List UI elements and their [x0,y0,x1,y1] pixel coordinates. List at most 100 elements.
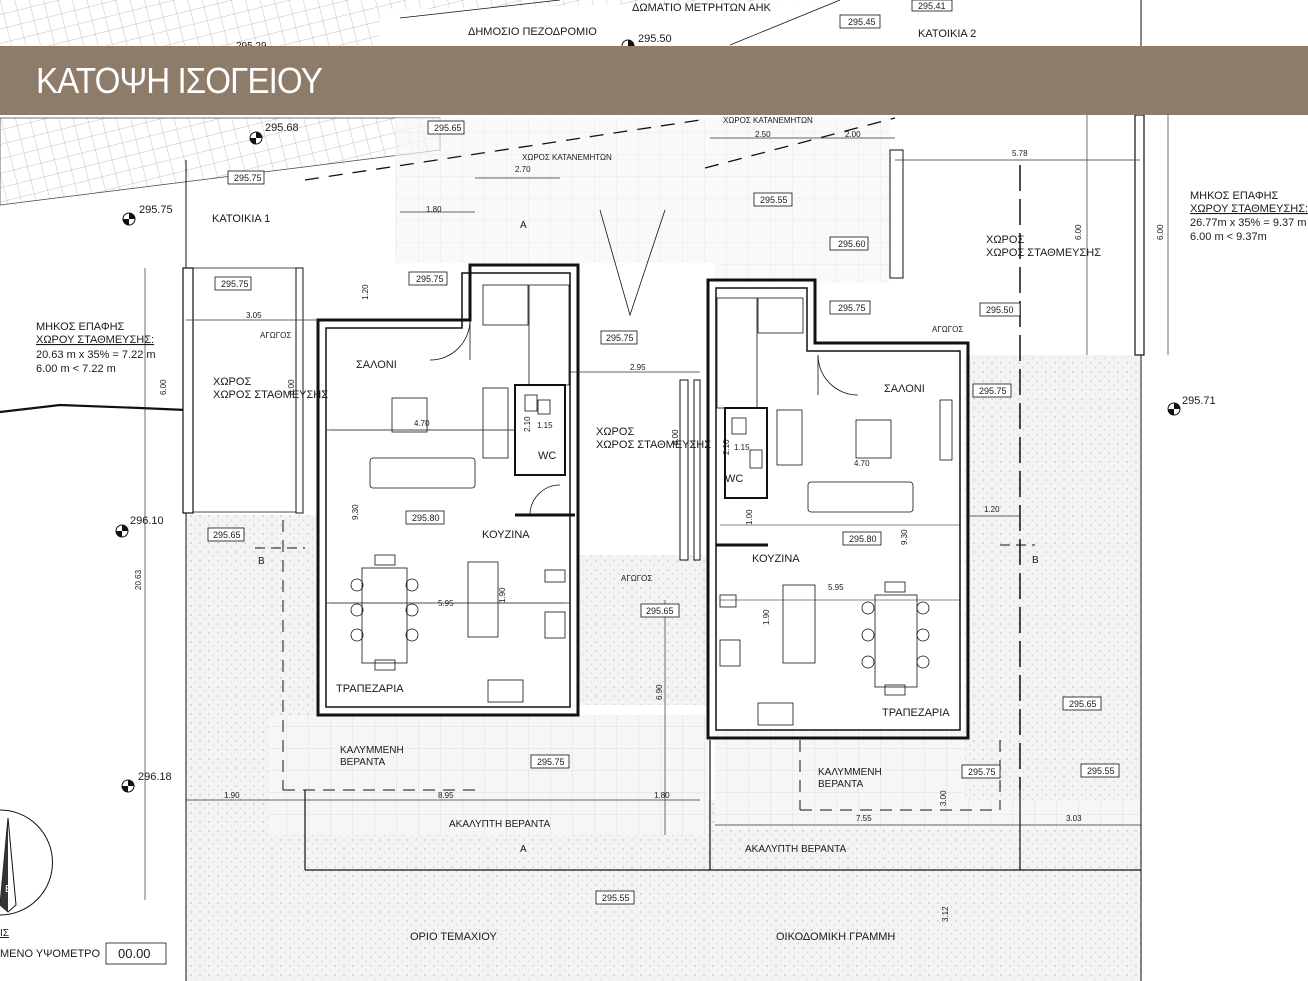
wc-right: WC [725,473,743,485]
level-29610: 296.10 [130,515,164,527]
north-arrow-letter: B [5,884,12,895]
elevation-marker-icon [1167,402,1181,416]
parking-right-1: ΧΩΡΟΣ [986,234,1024,246]
dim-595-right: 5.95 [828,583,844,592]
dim-190-right: 1.90 [762,609,771,625]
dim-600-right: 6.00 [1074,224,1083,240]
building-line-label: ΟΙΚΟΔΟΜΙΚΗ ΓΡΑΜΜΗ [776,931,895,943]
house-2-walls [706,278,970,740]
dim-190: 1.90 [498,587,507,603]
house-2-label: ΚΑΤΟΙΚΙΑ 2 [918,28,976,40]
level-29545: 295.45 [848,17,876,27]
kitchen-left: ΚΟΥΖΙΝΑ [482,529,530,541]
legend-fragment: ΙΣ [0,928,9,939]
veranda-level-left: 295.75 [537,757,565,767]
living-right: ΣΑΛΟΝΙ [884,383,925,395]
level-29575-mid: 295.75 [606,333,634,343]
dim-312: 3.12 [941,906,950,922]
house-1-walls [316,263,580,717]
dim-470-right: 4.70 [854,459,870,468]
duct-mid: ΑΓΩΓΟΣ [621,574,652,583]
level-29550: 295.50 [638,33,672,45]
dim-180: 1.80 [426,205,442,214]
dim-100-right: 1.00 [745,509,754,525]
dim-600b: 6.00 [287,379,296,395]
level-29555b-right: 295.55 [1087,766,1115,776]
duct-right: ΑΓΩΓΟΣ [932,325,963,334]
floor-level-right: 295.80 [849,534,877,544]
dim-305: 3.05 [246,311,262,320]
dim-180b: 1.80 [654,791,670,800]
contact-right-1: ΜΗΚΟΣ ΕΠΑΦΗΣ [1190,190,1279,202]
dim-303: 3.03 [1066,814,1082,823]
page-title: ΚΑΤΟΨΗ ΙΣΟΓΕΙΟΥ [36,60,323,101]
dim-200: 2.00 [845,130,861,139]
dim-210-right: 2.10 [722,439,731,455]
dim-600b-right: 6.00 [1156,224,1165,240]
level-29541: 295.41 [918,1,946,11]
section-b-left: B [258,556,265,567]
parking-left-2: ΧΩΡΟΣ ΣΤΑΘΜΕΥΣΗΣ [213,389,328,401]
dim-270: 2.70 [515,165,531,174]
dim-2063: 20.63 [134,569,143,590]
reference-level-value: 00.00 [118,946,151,961]
contact-left-3: 20.63 m x 35% = 7.22 m [36,349,156,361]
contact-right-4: 6.00 m < 9.37m [1190,231,1267,243]
dim-470: 4.70 [414,419,430,428]
north-arrow-icon [0,809,53,916]
title-banner: ΚΑΤΟΨΗ ΙΣΟΓΕΙΟΥ [0,46,1308,115]
paving-areas [0,0,1141,981]
dim-690: 6.90 [655,684,664,700]
floor-level-left: 295.80 [412,513,440,523]
covered-veranda-left-1: ΚΑΛΥΜΜΕΝΗ [340,745,404,756]
level-29565-top: 295.65 [434,123,462,133]
section-a-bottom: A [520,844,527,855]
parking-right-2: ΧΩΡΟΣ ΣΤΑΘΜΕΥΣΗΣ [986,247,1101,259]
sidewalk-label: ΔΗΜΟΣΙΟ ΠΕΖΟΔΡΟΜΙΟ [468,26,597,38]
dim-210: 2.10 [523,416,532,432]
dim-190b: 1.90 [224,791,240,800]
contact-left-1: ΜΗΚΟΣ ΕΠΑΦΗΣ [36,321,125,333]
contact-left-4: 6.00 m < 7.22 m [36,363,116,375]
meters-area-right: ΧΩΡΟΣ ΚΑΤΑΝΕΜΗΤΩΝ [723,116,813,125]
plan-labels: ΔΩΜΑΤΙΟ ΜΕΤΡΗΤΩΝ ΑΗΚ ΔΗΜΟΣΙΟ ΠΕΖΟΔΡΟΜΙΟ … [0,1,1308,961]
duct-left: ΑΓΩΓΟΣ [260,331,291,340]
dining-left: ΤΡΑΠΕΖΑΡΙΑ [336,683,404,695]
dim-295: 2.95 [630,363,646,372]
level-tag-boxes [105,0,1120,965]
reference-level-label: ΜΕΝΟ ΥΨΟΜΕΤΡΟ [0,948,100,960]
level-29575c-right: 295.75 [968,767,996,777]
dim-600-mid: 6.00 [671,429,680,445]
level-29560: 295.60 [838,239,866,249]
wc-left: WC [538,450,556,462]
dim-595: 5.95 [438,599,454,608]
open-veranda-right: ΑΚΑΛΥΠΤΗ ΒΕΡΑΝΤΑ [745,844,846,855]
dim-755: 7.55 [856,814,872,823]
plot-boundaries [0,0,1145,981]
level-29550-right: 295.50 [986,305,1014,315]
level-29575-b: 295.75 [139,204,173,216]
level-29555-right: 295.55 [760,195,788,205]
level-29565-left: 295.65 [213,530,241,540]
contact-right-2: ΧΩΡΟΥ ΣΤΑΘΜΕΥΣΗΣ: [1190,203,1308,215]
dim-120-right: 1.20 [984,505,1000,514]
dining-right: ΤΡΑΠΕΖΑΡΙΑ [882,707,950,719]
elevation-marker-icon [121,779,135,793]
kitchen-right: ΚΟΥΖΙΝΑ [752,553,800,565]
parking-left-1: ΧΩΡΟΣ [213,376,251,388]
dim-930: 9.30 [351,504,360,520]
covered-veranda-right-2: ΒΕΡΑΝΤΑ [818,779,864,790]
meter-room-label: ΔΩΜΑΤΙΟ ΜΕΤΡΗΤΩΝ ΑΗΚ [632,2,772,14]
elevation-marker-icon [115,524,129,538]
dim-300-right: 3.00 [939,790,948,806]
contact-right-3: 26.77m x 35% = 9.37 m [1190,217,1306,229]
dim-600: 6.00 [159,379,168,395]
dim-930-right: 9.30 [900,529,909,545]
level-29575-c: 295.75 [221,279,249,289]
living-left: ΣΑΛΟΝΙ [356,359,397,371]
level-29571: 295.71 [1182,395,1216,407]
dim-120: 1.20 [361,284,370,300]
parking-mid-2: ΧΩΡΟΣ ΣΤΑΘΜΕΥΣΗΣ [596,439,711,451]
level-29618: 296.18 [138,771,172,783]
open-veranda-left: ΑΚΑΛΥΠΤΗ ΒΕΡΑΝΤΑ [449,819,550,830]
